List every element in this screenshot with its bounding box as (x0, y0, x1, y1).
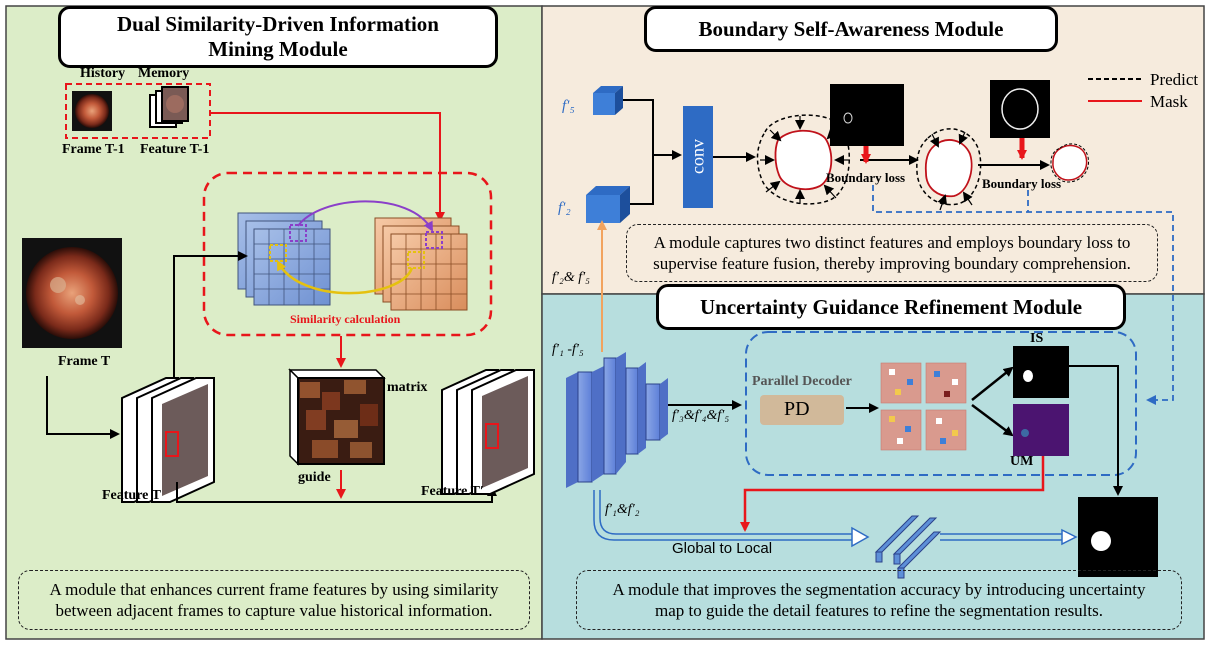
matrix-label: matrix (387, 380, 428, 395)
feature-t-label: Feature T (102, 488, 161, 503)
is-to-output-arrow (1069, 365, 1123, 496)
similarity-box (202, 171, 493, 337)
um-to-refine-arrow (740, 456, 1045, 532)
global-to-local-label: Global to Local (672, 540, 773, 557)
conv-label: conv (687, 139, 708, 174)
boundary-loss-1: Boundary loss (826, 170, 906, 185)
global-to-local-arrowhead (851, 526, 870, 548)
f5-feature-cube (593, 86, 623, 115)
parallel-decoder-label: Parallel Decoder (752, 374, 852, 389)
final-output-image (1078, 497, 1158, 577)
pd-label: PD (784, 398, 810, 420)
grid-to-um-arrow (971, 404, 1014, 437)
predict-image-1 (830, 84, 904, 146)
frame-to-feature-arrow (46, 376, 120, 439)
memory-label: Memory (138, 66, 190, 81)
boundary-feedback-line (872, 185, 1174, 405)
f2f5-label: f′₂& f′₅ (552, 270, 591, 285)
frame-t1-label: Frame T-1 (62, 142, 125, 157)
f2-to-conv-line (630, 155, 654, 205)
bottom-right-description: A module that improves the segmentation … (576, 570, 1182, 630)
feature-to-similarity-arrow (173, 251, 248, 378)
f5-to-conv-line (623, 99, 654, 155)
left-desc-line2: between adjacent frames to capture value… (55, 601, 493, 620)
left-panel-description: A module that enhances current frame fea… (18, 570, 530, 630)
global-to-local-path-inner (599, 490, 856, 535)
top-right-desc-line1: A module captures two distinct features … (653, 232, 1131, 252)
history-feature-grid (374, 217, 468, 311)
left-title-line2: Mining Module (208, 37, 348, 61)
is-image (1013, 346, 1069, 398)
grid-to-is-arrow (971, 366, 1014, 401)
feature-t-stack (121, 377, 215, 503)
bottom-right-panel-title: Uncertainty Guidance Refinement Module (656, 284, 1126, 330)
encoder-stack (566, 352, 668, 488)
left-panel-title: Dual Similarity-Driven Information Minin… (58, 6, 498, 68)
top-right-panel-title: Boundary Self-Awareness Module (644, 6, 1058, 52)
bottom-right-title-text: Uncertainty Guidance Refinement Module (699, 294, 1083, 319)
um-label: UM (1010, 454, 1034, 469)
boundary-shape-3 (1050, 143, 1090, 183)
top-right-description: A module captures two distinct features … (626, 224, 1158, 282)
top-right-desc-line2: supervise feature fusion, thereby improv… (653, 254, 1131, 273)
f2-label: f′₂ (558, 200, 571, 216)
boundary-loss-2: Boundary loss (982, 176, 1062, 191)
pd-block (760, 395, 844, 425)
similarity-label: Similarity calculation (290, 312, 401, 326)
feature-t-prime-label: Feature T′ (421, 484, 484, 499)
history-memory-box (65, 83, 211, 139)
purple-match-arc (297, 200, 433, 232)
legend-mask-label: Mask (1150, 92, 1188, 111)
f1f2-label: f′₁&f′₂ (605, 502, 640, 517)
bottom-right-desc-line2: map to guide the detail features to refi… (655, 601, 1103, 620)
feature-t-prime-stack (441, 369, 535, 495)
local-to-output-arrowhead (1061, 528, 1078, 546)
f345-label: f′₃&f′₄&f′₅ (672, 408, 730, 423)
f2-feature-cube (586, 186, 630, 223)
decoder-output-grids (880, 362, 967, 451)
um-image (1013, 404, 1069, 456)
decoder-region (745, 331, 1137, 476)
global-to-local-path (593, 490, 856, 541)
guide-label: guide (298, 470, 331, 485)
current-feature-grid (237, 212, 331, 306)
top-right-title-text: Boundary Self-Awareness Module (698, 16, 1004, 41)
left-desc-line1: A module that enhances current frame fea… (49, 579, 499, 599)
yellow-match-arc (276, 260, 414, 295)
boundary-shape-2 (916, 128, 982, 211)
boundary-shape-1 (756, 114, 851, 205)
is-label: IS (1030, 331, 1044, 346)
feature-t1-stack (149, 86, 189, 128)
feature-to-feature-prime-arrow (176, 482, 497, 503)
frame-t-label: Frame T (58, 354, 111, 369)
bottom-right-desc-line1: A module that improves the segmentation … (612, 579, 1146, 599)
legend-predict-label: Predict (1150, 70, 1199, 89)
feature-t1-label: Feature T-1 (140, 142, 210, 157)
conv-block (683, 106, 713, 208)
similarity-matrix (288, 368, 386, 466)
f5-label: f′₅ (562, 98, 575, 114)
memory-to-similarity-arrow (210, 112, 445, 222)
left-title-line1: Dual Similarity-Driven Information (117, 11, 439, 36)
f1f5-label: f′₁ -f′₅ (552, 342, 584, 357)
history-label: History (80, 66, 126, 81)
